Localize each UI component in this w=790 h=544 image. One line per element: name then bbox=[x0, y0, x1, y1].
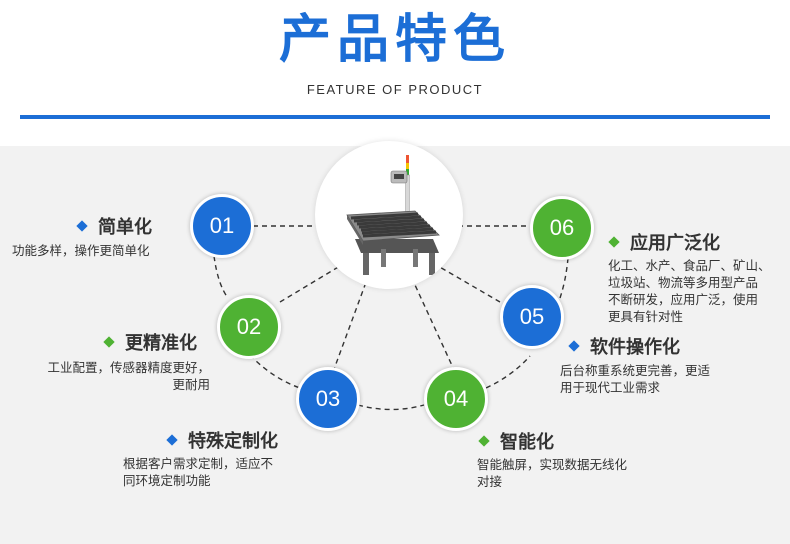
roller-scale-icon bbox=[346, 155, 440, 275]
feature-title-03: 特殊定制化 bbox=[166, 427, 278, 453]
feature-node-01: 01 bbox=[190, 194, 254, 258]
product-image bbox=[315, 141, 463, 289]
feature-node-02: 02 bbox=[217, 295, 281, 359]
page-subtitle: FEATURE OF PRODUCT bbox=[306, 82, 484, 97]
feature-title-06: 应用广泛化 bbox=[608, 229, 720, 255]
feature-desc-04: 智能触屏，实现数据无线化 对接 bbox=[477, 457, 628, 489]
feature-desc-05: 后台称重系统更完善，更适 用于现代工业需求 bbox=[560, 363, 711, 395]
feature-node-04: 04 bbox=[424, 367, 488, 431]
feature-node-06: 06 bbox=[530, 196, 594, 260]
feature-desc-02: 工业配置，传感器精度更好， 更耐用 bbox=[47, 360, 210, 392]
feature-title-02: 更精准化 bbox=[103, 329, 197, 355]
feature-title-05: 软件操作化 bbox=[568, 333, 680, 359]
diamond-icon bbox=[76, 220, 88, 232]
header: 产品特色 FEATURE OF PRODUCT bbox=[0, 0, 790, 146]
diamond-icon bbox=[478, 435, 490, 447]
diamond-icon bbox=[166, 434, 178, 446]
feature-desc-01: 功能多样，操作更简单化 bbox=[12, 243, 150, 258]
feature-node-03: 03 bbox=[296, 367, 360, 431]
feature-title-01: 简单化 bbox=[76, 213, 152, 239]
feature-node-05: 05 bbox=[500, 285, 564, 349]
page-title: 产品特色 bbox=[278, 10, 511, 70]
diamond-icon bbox=[103, 336, 115, 348]
diamond-icon bbox=[608, 236, 620, 248]
feature-desc-03: 根据客户需求定制，适应不 同环境定制功能 bbox=[123, 456, 274, 488]
feature-desc-06: 化工、水产、食品厂、矿山、 垃圾站、物流等多用型产品 不断研发，应用广泛，使用 … bbox=[608, 258, 771, 324]
diamond-icon bbox=[568, 340, 580, 352]
title-divider bbox=[20, 115, 770, 119]
feature-title-04: 智能化 bbox=[478, 428, 554, 454]
